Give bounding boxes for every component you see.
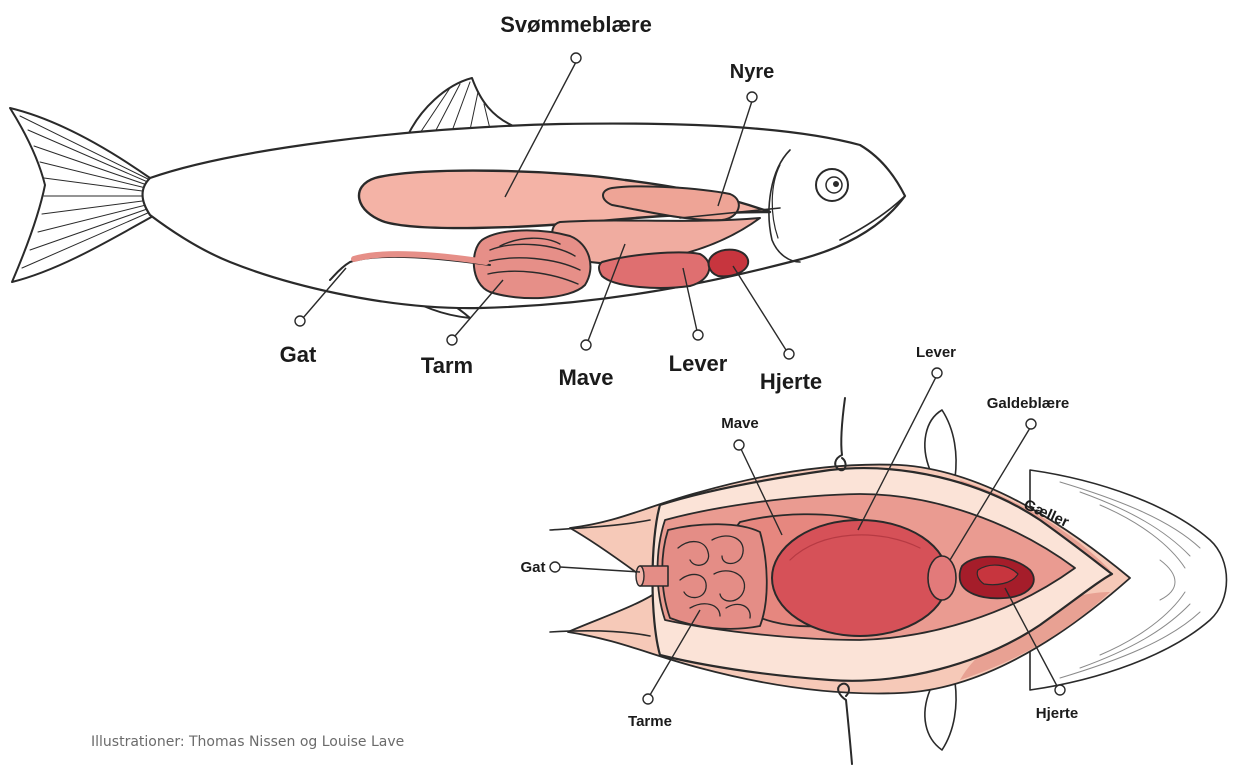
leader-dot-anus [295,316,305,326]
label-opened-heart: Hjerte [1036,705,1079,722]
leader-dot-heart [784,349,794,359]
label-swim-bladder: Svømmeblære [500,12,652,37]
label-opened-stomach: Mave [721,415,759,432]
opened-lower-fin [925,682,956,750]
leader-dot-swim-bladder [571,53,581,63]
leader-dot-stomach [581,340,591,350]
opened-intestines [662,524,767,629]
side-intestine [474,230,591,298]
side-heart [709,250,749,277]
side-tail-fin [10,108,155,282]
leader-dot-kidney [747,92,757,102]
side-view-fish [10,78,905,318]
label-opened-intestines: Tarme [628,713,672,730]
leader-dot-opened-stomach [734,440,744,450]
opened-liver [772,520,948,636]
opened-fish [550,398,1227,764]
label-intestine: Tarm [421,353,473,378]
opened-top-hook [835,398,845,470]
label-opened-gall-bladder: Galdeblære [987,395,1070,412]
leader-dot-intestine [447,335,457,345]
opened-bottom-hook [838,684,852,764]
leader-dot-liver [693,330,703,340]
leader-dot-opened-heart [1055,685,1065,695]
label-stomach: Mave [558,365,613,390]
label-opened-liver: Lever [916,344,956,361]
illustration-credit: Illustrationer: Thomas Nissen og Louise … [91,734,404,750]
leader-dot-opened-anus [550,562,560,572]
leader-dot-opened-gall-bladder [1026,419,1036,429]
label-anus: Gat [280,342,317,367]
leader-dot-opened-liver [932,368,942,378]
opened-gall-bladder [928,556,956,600]
label-heart: Hjerte [760,369,822,394]
label-kidney: Nyre [730,61,774,83]
leader-dot-opened-intestines [643,694,653,704]
opened-upper-fin [925,410,956,478]
label-liver: Lever [669,351,728,376]
label-opened-anus: Gat [520,559,545,576]
